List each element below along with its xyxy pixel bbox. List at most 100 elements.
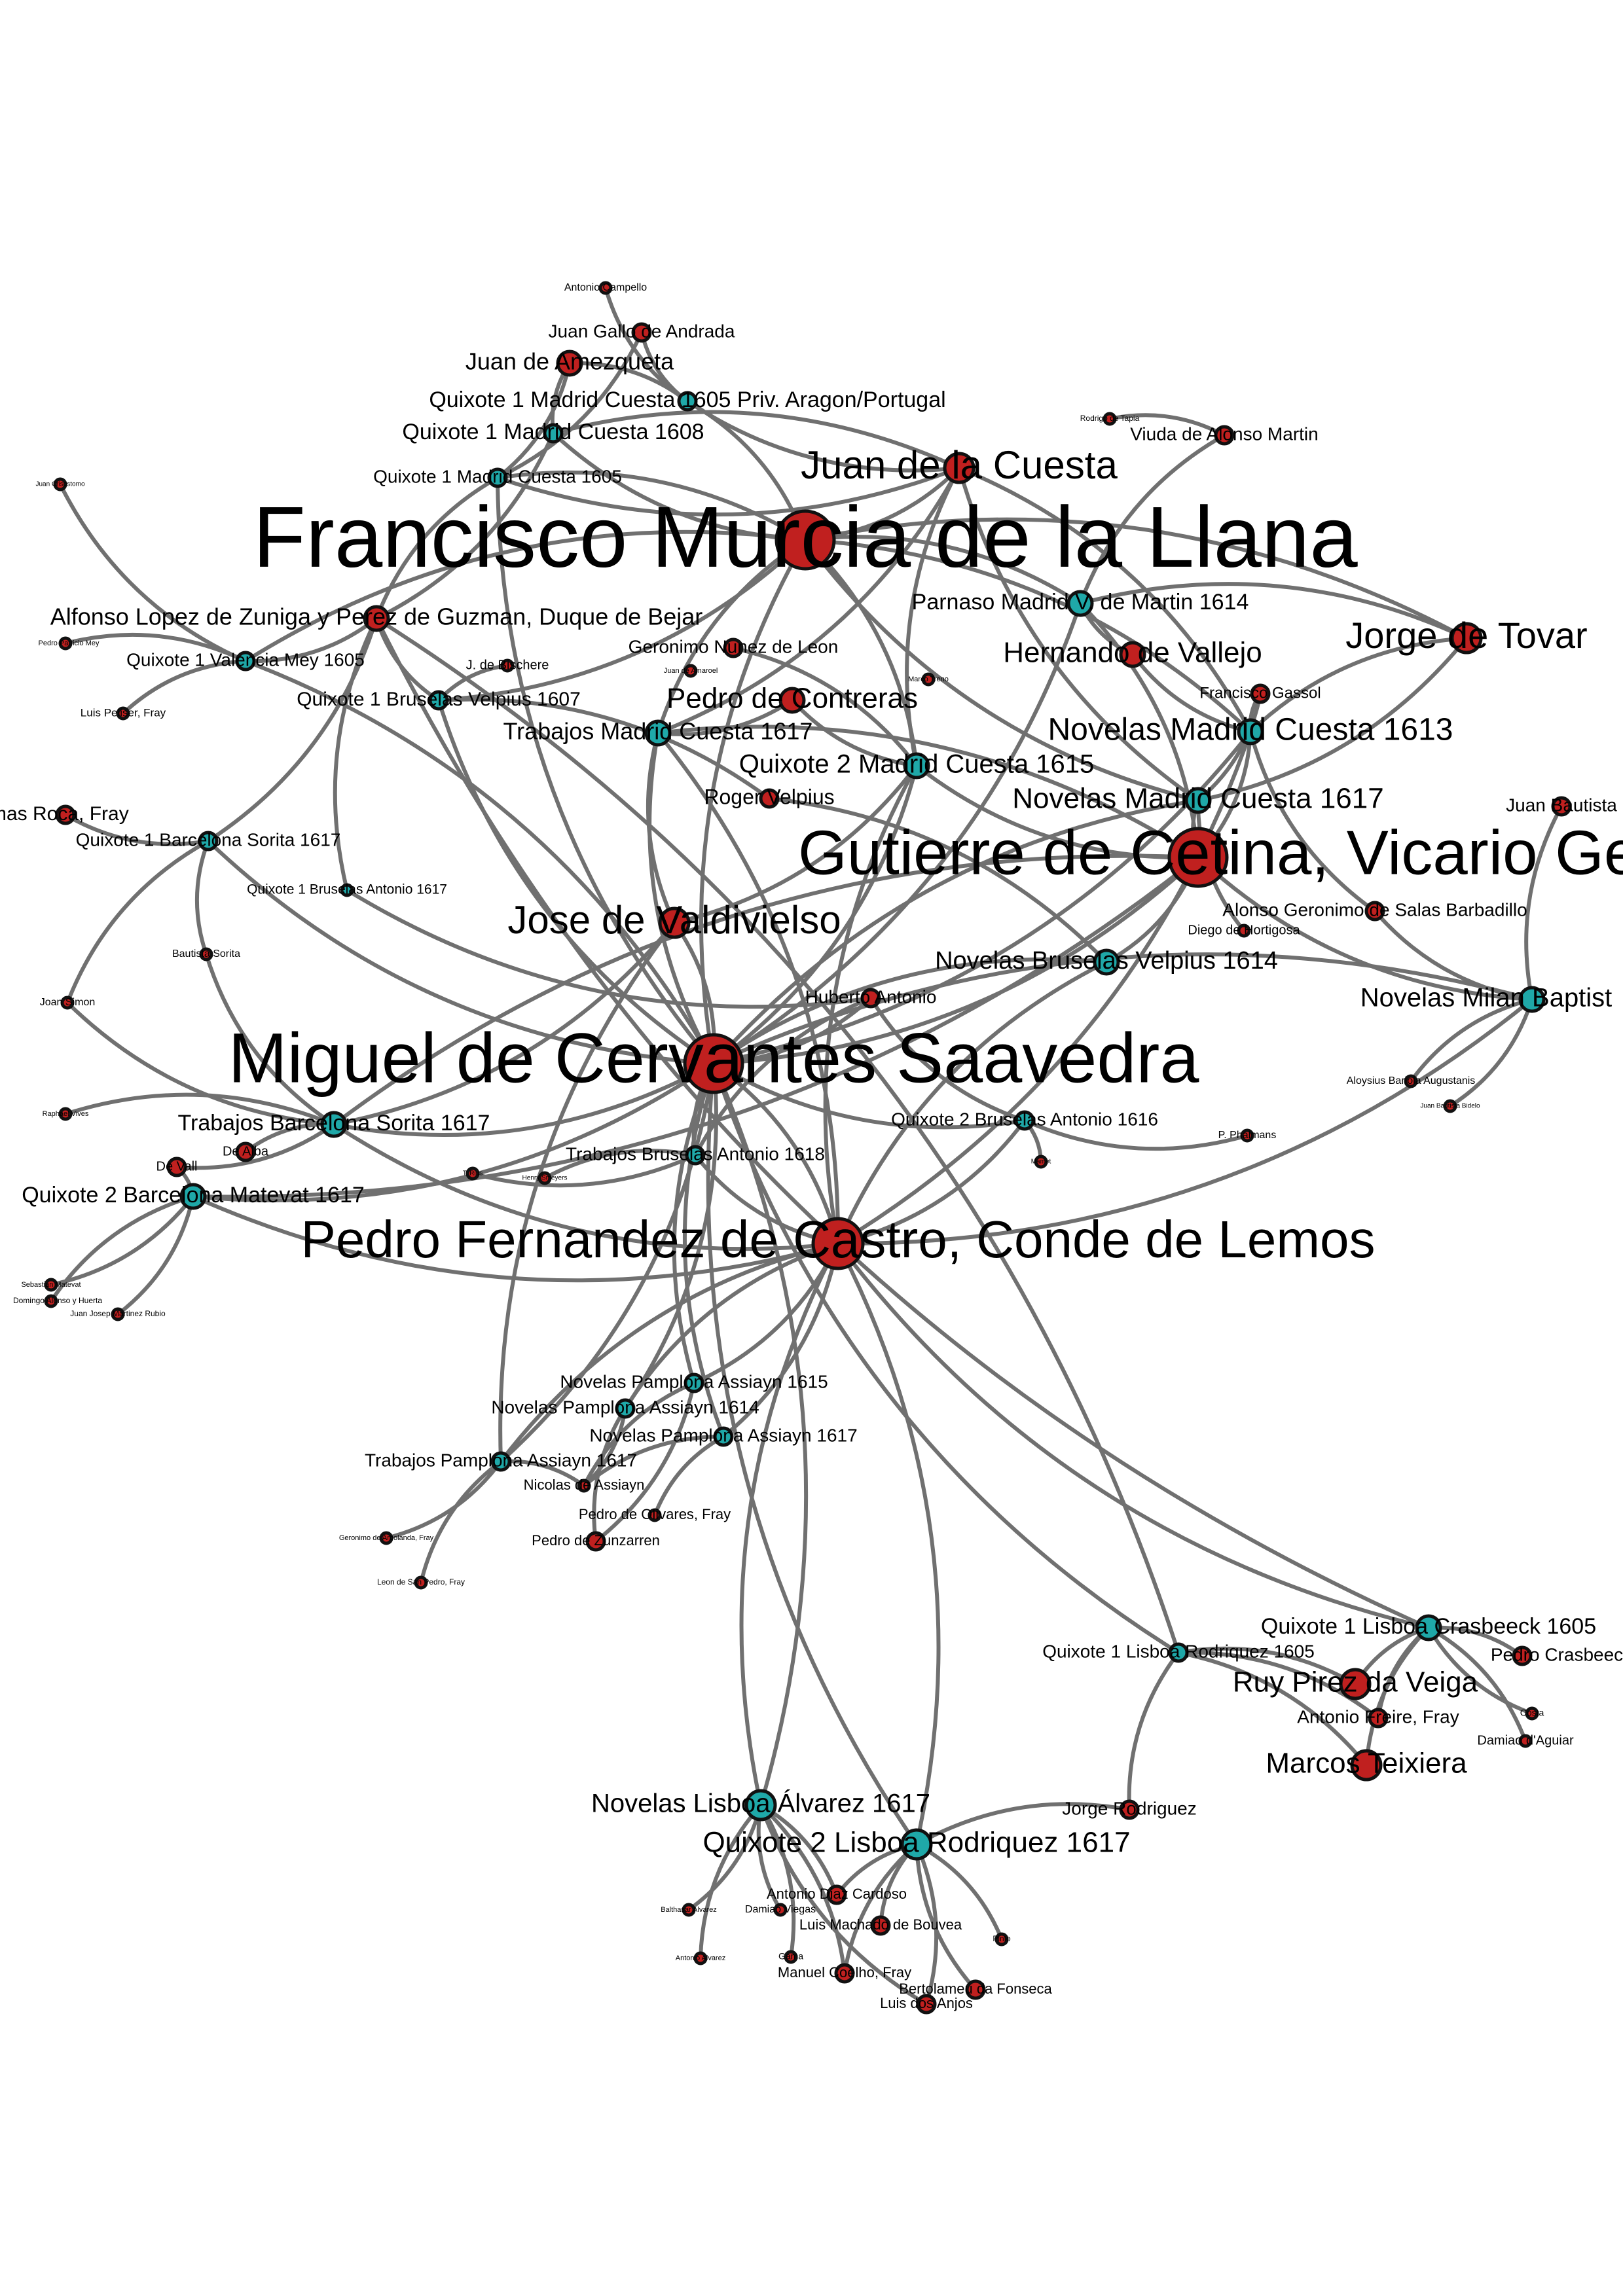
node-hortigosa[interactable] (1237, 924, 1251, 938)
node-valdivielso[interactable] (658, 906, 691, 939)
node-sebastian[interactable] (44, 1278, 58, 1292)
node-tiras[interactable] (465, 1166, 480, 1181)
edge-lemos-q2lis1617 (836, 1242, 941, 1845)
node-trabmad1617[interactable] (644, 719, 672, 747)
node-crasbeeck[interactable] (1512, 1645, 1533, 1666)
node-aguiar[interactable] (1518, 1734, 1533, 1748)
node-tovar[interactable] (1450, 622, 1483, 655)
node-gassol[interactable] (1250, 683, 1271, 704)
node-zunzarren[interactable] (585, 1531, 606, 1552)
node-anjos[interactable] (916, 1994, 937, 2015)
node-olivares[interactable] (647, 1508, 662, 1522)
node-coelho[interactable] (834, 1963, 855, 1984)
node-raphael[interactable] (58, 1107, 73, 1121)
node-damiao[interactable] (773, 1903, 788, 1917)
node-joansimon[interactable] (60, 996, 75, 1010)
node-parnaso[interactable] (1067, 590, 1094, 617)
node-q2lis1617[interactable] (900, 1828, 933, 1861)
node-aloysius[interactable] (1404, 1074, 1418, 1088)
node-label-q1brant1617: Quixote 1 Bruselas Antonio 1617 (247, 882, 447, 897)
node-phalmans[interactable] (1240, 1128, 1254, 1143)
node-q1barsor1617[interactable] (198, 831, 219, 852)
node-jorgerod[interactable] (1119, 1799, 1140, 1820)
node-viuda[interactable] (1214, 425, 1235, 446)
node-domingo[interactable] (44, 1294, 58, 1308)
node-label-zunzarren: Pedro de Zunzarren (532, 1532, 660, 1549)
node-q1brvel1607[interactable] (428, 690, 449, 711)
node-q1brant1617[interactable] (340, 883, 354, 897)
node-q1lisc1605[interactable] (1415, 1614, 1442, 1641)
node-gallo[interactable] (631, 322, 652, 343)
node-trabpam1617[interactable] (490, 1451, 511, 1472)
node-devall[interactable] (166, 1157, 187, 1177)
node-juanmey[interactable] (53, 477, 67, 492)
node-q1m1605priv[interactable] (677, 391, 698, 412)
node-bidelo[interactable] (1443, 1099, 1457, 1113)
node-juanbautista[interactable] (1551, 796, 1572, 817)
node-mamet[interactable] (1034, 1155, 1048, 1169)
node-veiga[interactable] (1339, 1668, 1372, 1700)
node-marcotreno[interactable] (921, 672, 936, 687)
node-lemos[interactable] (811, 1217, 865, 1270)
node-novlis1617[interactable] (744, 1789, 777, 1821)
node-label-teixiera: Marcos Teixiera (1266, 1748, 1467, 1780)
node-novmad1617[interactable] (1184, 787, 1212, 814)
node-tomasroca[interactable] (55, 804, 76, 825)
node-freire[interactable] (1368, 1708, 1389, 1729)
node-cetina[interactable] (1167, 827, 1229, 888)
node-q1val1605[interactable] (235, 651, 256, 672)
node-q2barmat1617[interactable] (179, 1183, 207, 1210)
node-antonioalv[interactable] (693, 1951, 708, 1965)
node-label-novmilan: Novelas Milan Baptist (1360, 984, 1613, 1013)
node-novbrvel1614[interactable] (1093, 948, 1120, 976)
node-balthasar[interactable] (682, 1903, 696, 1917)
node-costa[interactable] (1525, 1706, 1539, 1721)
node-nunez[interactable] (723, 637, 744, 658)
node-novpam1615[interactable] (684, 1372, 704, 1393)
node-salas[interactable] (1364, 901, 1385, 922)
node-q2brant1616[interactable] (1014, 1110, 1035, 1131)
node-juanamaroel[interactable] (684, 664, 698, 678)
node-gama[interactable] (784, 1950, 798, 1964)
node-tapia[interactable] (1103, 412, 1117, 426)
node-bautistasorita[interactable] (199, 947, 213, 961)
node-label-veiga: Ruy Pirez da Veiga (1233, 1666, 1478, 1698)
node-q1m1605[interactable] (487, 467, 508, 488)
node-zuniga[interactable] (363, 605, 390, 632)
node-q1lisrod1605[interactable] (1168, 1642, 1189, 1663)
node-trabbarsor1617[interactable] (320, 1111, 348, 1138)
node-dealba[interactable] (235, 1141, 256, 1162)
node-cervantes[interactable] (683, 1033, 744, 1094)
node-cardoso[interactable] (826, 1884, 847, 1905)
node-leon[interactable] (414, 1575, 428, 1590)
node-trabbrant1618[interactable] (685, 1145, 706, 1166)
node-rogervelpius[interactable] (759, 788, 780, 809)
node-henry[interactable] (538, 1171, 552, 1185)
node-geronimo[interactable] (379, 1531, 393, 1545)
node-label-pinto: Pinto (993, 1934, 1011, 1943)
edge-cervantes-trabmad1617 (647, 732, 716, 1065)
node-contreras[interactable] (778, 687, 806, 714)
node-campello[interactable] (598, 281, 613, 295)
node-q1m1608[interactable] (543, 423, 564, 444)
node-novmad1613[interactable] (1237, 718, 1264, 745)
node-pedropatricio[interactable] (58, 636, 73, 651)
node-pinto[interactable] (994, 1932, 1009, 1946)
node-huberto[interactable] (860, 988, 881, 1009)
node-q2mad1615[interactable] (903, 752, 930, 780)
node-amezqueta[interactable] (556, 350, 583, 377)
node-novpam1614[interactable] (615, 1398, 636, 1419)
node-novmilan[interactable] (1518, 986, 1546, 1013)
node-bouvea[interactable] (870, 1915, 891, 1936)
edge-cuesta-trabmad1617 (657, 467, 961, 735)
node-fonseca[interactable] (965, 1979, 986, 2000)
node-teixiera[interactable] (1350, 1749, 1383, 1782)
node-cuesta[interactable] (943, 452, 976, 484)
node-nicolas[interactable] (577, 1479, 591, 1493)
node-murcia[interactable] (775, 509, 836, 571)
node-bischere[interactable] (500, 658, 515, 673)
node-juanjose[interactable] (111, 1307, 125, 1321)
node-vallejo[interactable] (1119, 641, 1146, 668)
node-peliser[interactable] (116, 706, 130, 721)
node-novpam1617[interactable] (713, 1426, 734, 1447)
